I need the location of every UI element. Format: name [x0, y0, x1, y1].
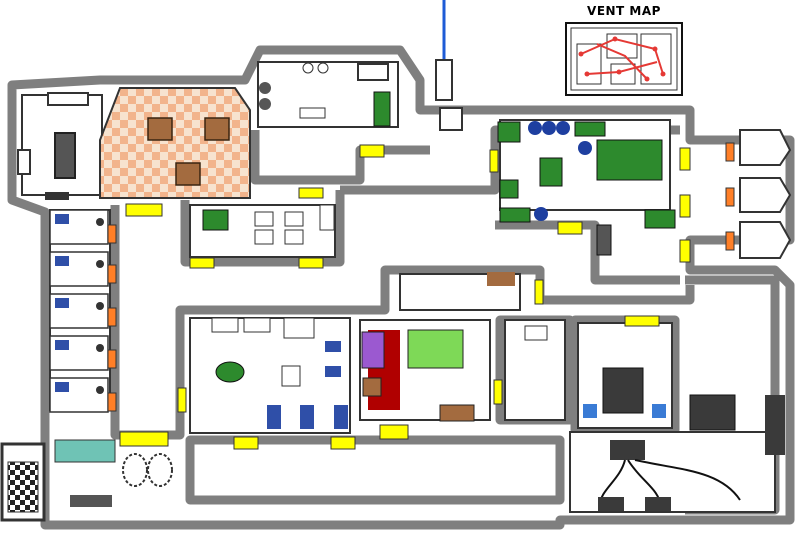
monitor-icon [524, 325, 548, 341]
greenhouse [54, 439, 173, 507]
checkerboard-icon [7, 461, 39, 513]
wiring-icon [610, 440, 645, 460]
upper-lab [257, 61, 399, 128]
console-icon [373, 91, 391, 127]
doors-yellow [119, 144, 691, 450]
dorms [49, 209, 111, 413]
dining-table-icon [147, 117, 230, 186]
sofa-icon [361, 331, 385, 369]
vent-routes-icon [570, 27, 678, 91]
cafeteria [99, 87, 251, 199]
security [504, 319, 566, 421]
vent-map-title: VENT MAP [587, 4, 661, 18]
electrical [569, 394, 785, 513]
reactor-hall [435, 0, 463, 131]
engine-room [497, 119, 676, 256]
lab [577, 322, 673, 429]
medbay [189, 317, 351, 434]
engine-icon [596, 139, 663, 181]
scanner-icon [215, 361, 245, 383]
lounge [359, 272, 521, 422]
bed-icon [55, 214, 69, 392]
stove-icon [54, 132, 76, 179]
computer-icon [243, 317, 271, 333]
kitchen [17, 92, 103, 200]
reactor-icon [439, 107, 463, 131]
vent-map[interactable]: VENT MAP [565, 4, 683, 96]
doors-orange [107, 142, 735, 412]
game-room [0, 442, 46, 522]
washroom [189, 204, 336, 258]
vent-map-minimap [565, 22, 683, 96]
tree-icon [122, 453, 173, 487]
thrusters [739, 129, 792, 259]
